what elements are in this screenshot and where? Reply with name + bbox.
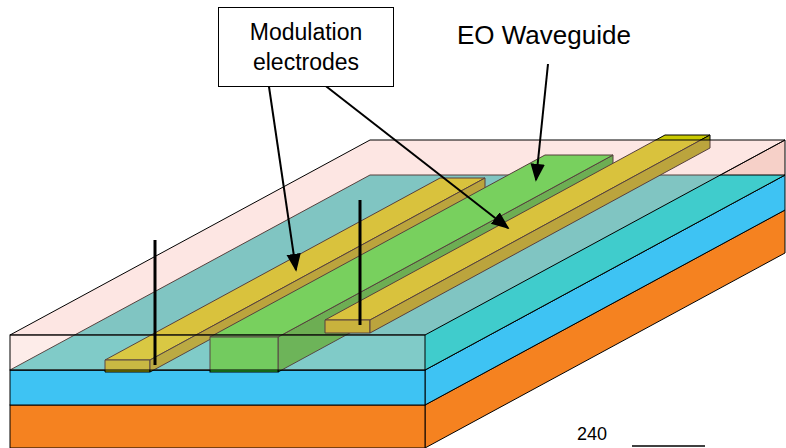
leader-line	[268, 80, 296, 270]
callout-box: Modulation electrodes	[218, 7, 394, 87]
lower-cladding-front	[10, 370, 425, 405]
substrate-front	[10, 405, 425, 448]
part-label: EO Waveguide	[455, 20, 633, 51]
callout-text: Modulation electrodes	[219, 17, 393, 77]
probe-wire	[154, 240, 157, 365]
axis-number: 240	[575, 424, 609, 445]
probe-wire	[359, 200, 362, 325]
axis-line	[632, 445, 705, 447]
upper-cladding-top	[10, 140, 785, 335]
leader-line	[536, 64, 548, 180]
leader-line	[318, 80, 508, 228]
upper-cladding-front	[10, 335, 425, 370]
